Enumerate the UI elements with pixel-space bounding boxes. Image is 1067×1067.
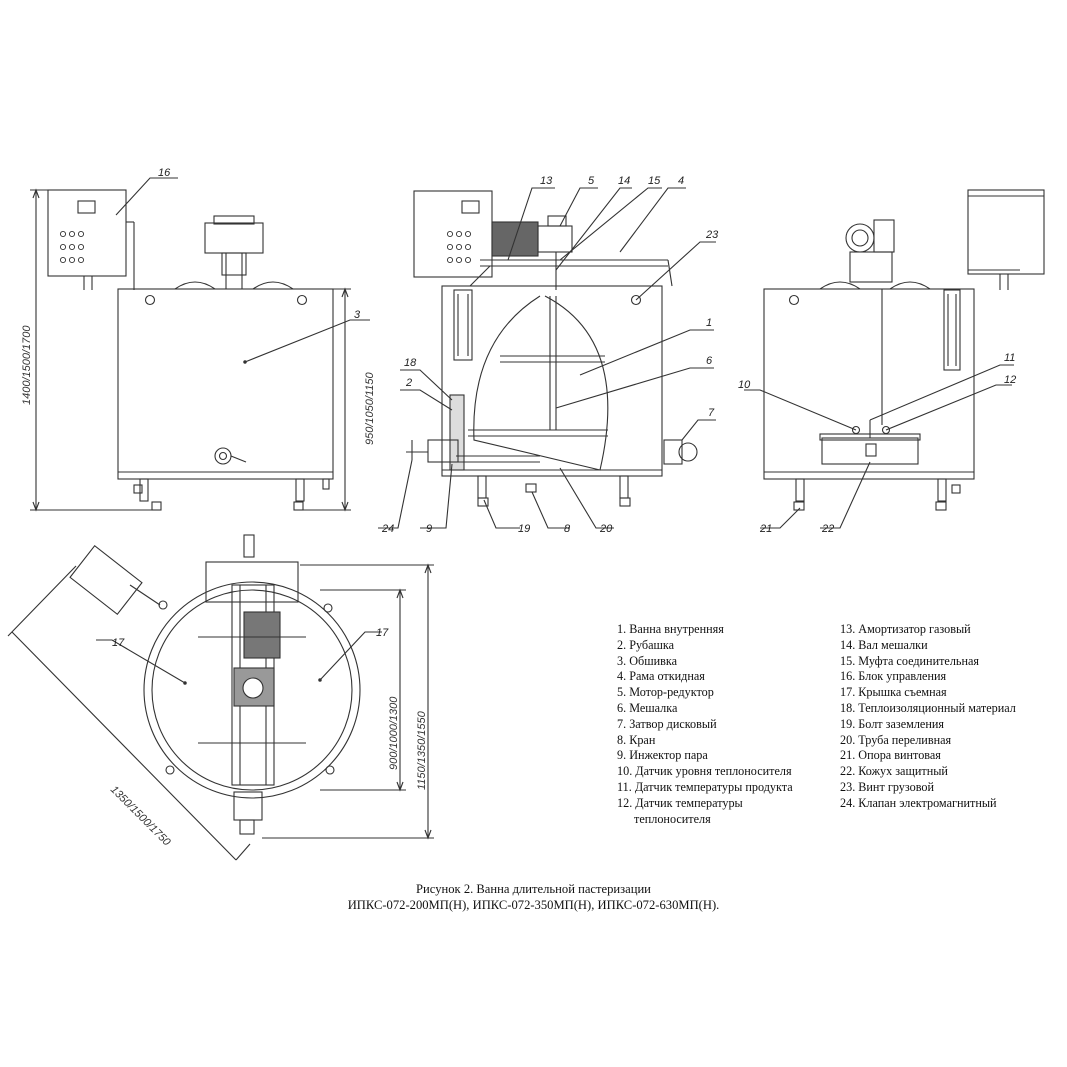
- callout-7: 7: [708, 407, 715, 419]
- legend-item-19: 19. Болт заземления: [840, 716, 944, 731]
- callout-2: 2: [405, 377, 412, 389]
- legend-item-1: 1. Ванна внутренняя: [617, 622, 724, 636]
- figure-caption: Рисунок 2. Ванна длительной пастеризации…: [0, 881, 1067, 913]
- callout-23: 23: [705, 229, 719, 241]
- callout-9: 9: [426, 523, 432, 535]
- legend-item-6: 6. Мешалка: [617, 700, 678, 715]
- legend-item-20: 20. Труба переливная: [840, 732, 952, 747]
- callout-1: 1: [706, 317, 712, 329]
- legend-item-4: 4. Рама откидная: [617, 669, 705, 684]
- legend-left: 1. Ванна внутренняя 2. Рубашка 3. Обшивк…: [617, 622, 793, 827]
- callout-3: 3: [354, 309, 361, 321]
- legend-item-15: 15. Муфта соединительная: [840, 653, 980, 668]
- control-buttons: [59, 230, 85, 264]
- legend-item-7: 7. Затвор дисковый: [617, 716, 717, 731]
- legend-item-12-cont: теплоносителя: [634, 811, 711, 826]
- legend-item-18: 18. Теплоизоляционный материал: [840, 700, 1016, 715]
- side-view: [744, 189, 1045, 529]
- dim-top-inner: 900/1000/1300: [388, 696, 400, 770]
- callout-24: 24: [381, 523, 394, 535]
- legend-item-11: 11. Датчик температуры продукта: [617, 779, 793, 794]
- callout-10: 10: [738, 379, 751, 391]
- caption-line-2: ИПКС-072-200МП(Н), ИПКС-072-350МП(Н), ИП…: [347, 898, 720, 912]
- dim-top-diagonal: 1350/1500/1750: [108, 784, 173, 849]
- callout-6: 6: [706, 355, 713, 367]
- top-view: [7, 534, 434, 861]
- callout-12: 12: [1004, 374, 1016, 386]
- callout-11: 11: [1004, 352, 1015, 364]
- legend-item-8: 8. Кран: [617, 732, 656, 747]
- legend-item-9: 9. Инжектор пара: [617, 748, 708, 763]
- legend-item-16: 16. Блок управления: [840, 669, 947, 684]
- callout-14: 14: [618, 175, 630, 187]
- legend-item-3: 3. Обшивка: [617, 653, 677, 668]
- legend-item-2: 2. Рубашка: [617, 637, 675, 652]
- legend-item-5: 5. Мотор-редуктор: [617, 685, 714, 700]
- legend-item-13: 13. Амортизатор газовый: [840, 622, 971, 636]
- callout-13: 13: [540, 175, 553, 187]
- callout-20: 20: [599, 523, 613, 535]
- legend-item-21: 21. Опора винтовая: [840, 748, 941, 763]
- callout-15: 15: [648, 175, 661, 187]
- callout-4: 4: [678, 175, 684, 187]
- callout-labels: 16 3 13 5 14 15 4 23 1 6 18 2 7 24 9 19 …: [112, 167, 1016, 649]
- legend-item-17: 17. Крышка съемная: [840, 685, 947, 700]
- front-view: [30, 177, 370, 512]
- dim-height-tank: 950/1050/1150: [364, 372, 376, 445]
- legend-item-24: 24. Клапан электромагнитный: [840, 795, 997, 810]
- callout-16: 16: [158, 167, 171, 179]
- callout-19: 19: [518, 523, 530, 535]
- callout-8: 8: [564, 523, 571, 535]
- callout-5: 5: [588, 175, 595, 187]
- legend-item-23: 23. Винт грузовой: [840, 779, 934, 794]
- legend-item-12: 12. Датчик температуры: [617, 795, 743, 810]
- caption-line-1: Рисунок 2. Ванна длительной пастеризации: [416, 882, 651, 896]
- section-view: [378, 187, 716, 529]
- legend-item-14: 14. Вал мешалки: [840, 637, 928, 652]
- dim-top-outer: 1150/1350/1550: [416, 710, 428, 790]
- legend-item-10: 10. Датчик уровня теплоносителя: [617, 764, 792, 779]
- legend-right: 13. Амортизатор газовый 14. Вал мешалки …: [840, 622, 1016, 812]
- callout-17-left: 17: [112, 637, 125, 649]
- legend-item-22: 22. Кожух защитный: [840, 764, 948, 779]
- callout-17-right: 17: [376, 627, 389, 639]
- dim-height-overall: 1400/1500/1700: [21, 325, 33, 405]
- callout-18: 18: [404, 357, 417, 369]
- callout-22: 22: [821, 523, 834, 535]
- callout-21: 21: [759, 523, 772, 535]
